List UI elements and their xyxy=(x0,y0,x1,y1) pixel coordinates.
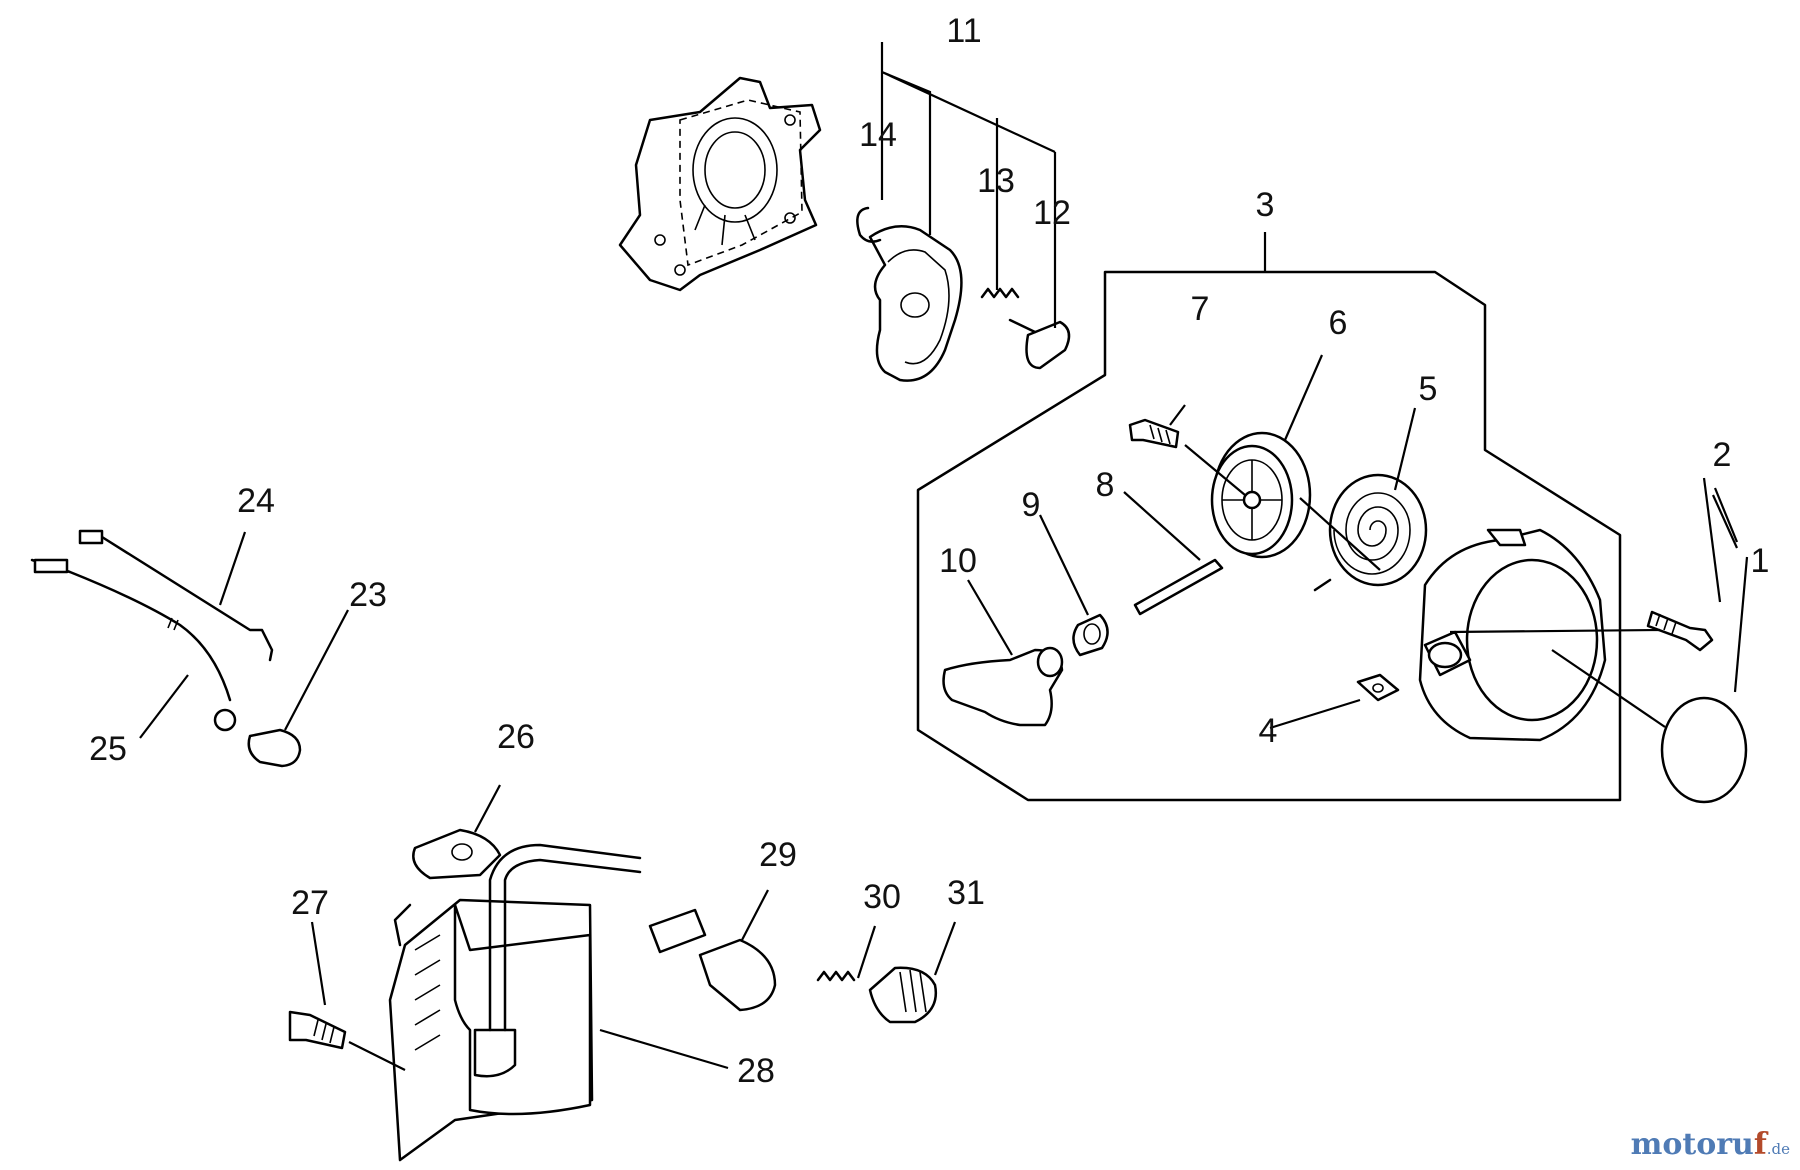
screw-27 xyxy=(288,1010,347,1050)
leader-lines xyxy=(139,42,1749,1071)
starter-case xyxy=(1418,528,1607,742)
bolt-7 xyxy=(1128,418,1180,449)
watermark-logo: motoruf.de xyxy=(1631,1127,1790,1162)
bolt-2 xyxy=(1646,610,1714,652)
callout-9: 9 xyxy=(1022,486,1041,524)
callout-10: 10 xyxy=(939,542,977,580)
spring-30 xyxy=(816,970,856,982)
wire-25 xyxy=(30,558,237,732)
watermark-accent: f xyxy=(1753,1127,1767,1162)
small-spring xyxy=(980,287,1020,299)
watermark-tld: .de xyxy=(1766,1140,1790,1158)
grommet-9 xyxy=(1072,613,1109,657)
callout-12: 12 xyxy=(1033,194,1071,232)
callout-13: 13 xyxy=(977,162,1015,200)
callout-11: 11 xyxy=(946,12,981,50)
rope-8 xyxy=(1133,558,1224,616)
ignition-coil-28 xyxy=(388,843,642,1162)
callout-25: 25 xyxy=(89,730,127,768)
square-nut-4 xyxy=(1356,673,1400,702)
callout-30: 30 xyxy=(863,878,901,916)
callout-labels: 1 2 3 4 5 6 7 8 9 10 11 12 13 14 23 24 2… xyxy=(89,12,1769,1090)
callout-31: 31 xyxy=(947,874,985,912)
callout-29: 29 xyxy=(759,836,797,874)
callout-6: 6 xyxy=(1329,304,1348,342)
recoil-cover-plate xyxy=(856,206,963,382)
tube-29 xyxy=(648,908,707,954)
spiral-spring-5 xyxy=(1313,473,1428,592)
pulley-6 xyxy=(1210,431,1312,559)
callout-27: 27 xyxy=(291,884,329,922)
boot-29 xyxy=(698,938,777,1012)
screw-23 xyxy=(247,728,302,768)
wire-24 xyxy=(78,529,274,662)
callout-14: 14 xyxy=(859,116,897,154)
callout-3: 3 xyxy=(1256,186,1275,224)
crankcase-housing xyxy=(618,76,822,292)
callout-2: 2 xyxy=(1713,436,1732,474)
callout-7: 7 xyxy=(1191,290,1210,328)
wedge-26 xyxy=(412,828,502,880)
callout-1: 1 xyxy=(1751,542,1770,580)
callout-23: 23 xyxy=(349,576,387,614)
watermark-text: motoru xyxy=(1630,1127,1754,1162)
callout-26: 26 xyxy=(497,718,535,756)
callout-5: 5 xyxy=(1419,370,1438,408)
pawl-pin xyxy=(1008,318,1071,370)
callout-8: 8 xyxy=(1096,466,1115,504)
callout-4: 4 xyxy=(1259,712,1278,750)
o-ring-1 xyxy=(1660,696,1748,804)
callout-24: 24 xyxy=(237,482,275,520)
terminal-31 xyxy=(868,966,938,1024)
callout-28: 28 xyxy=(737,1052,775,1090)
starter-group-frame xyxy=(916,270,1622,802)
starter-handle-10 xyxy=(942,646,1064,727)
